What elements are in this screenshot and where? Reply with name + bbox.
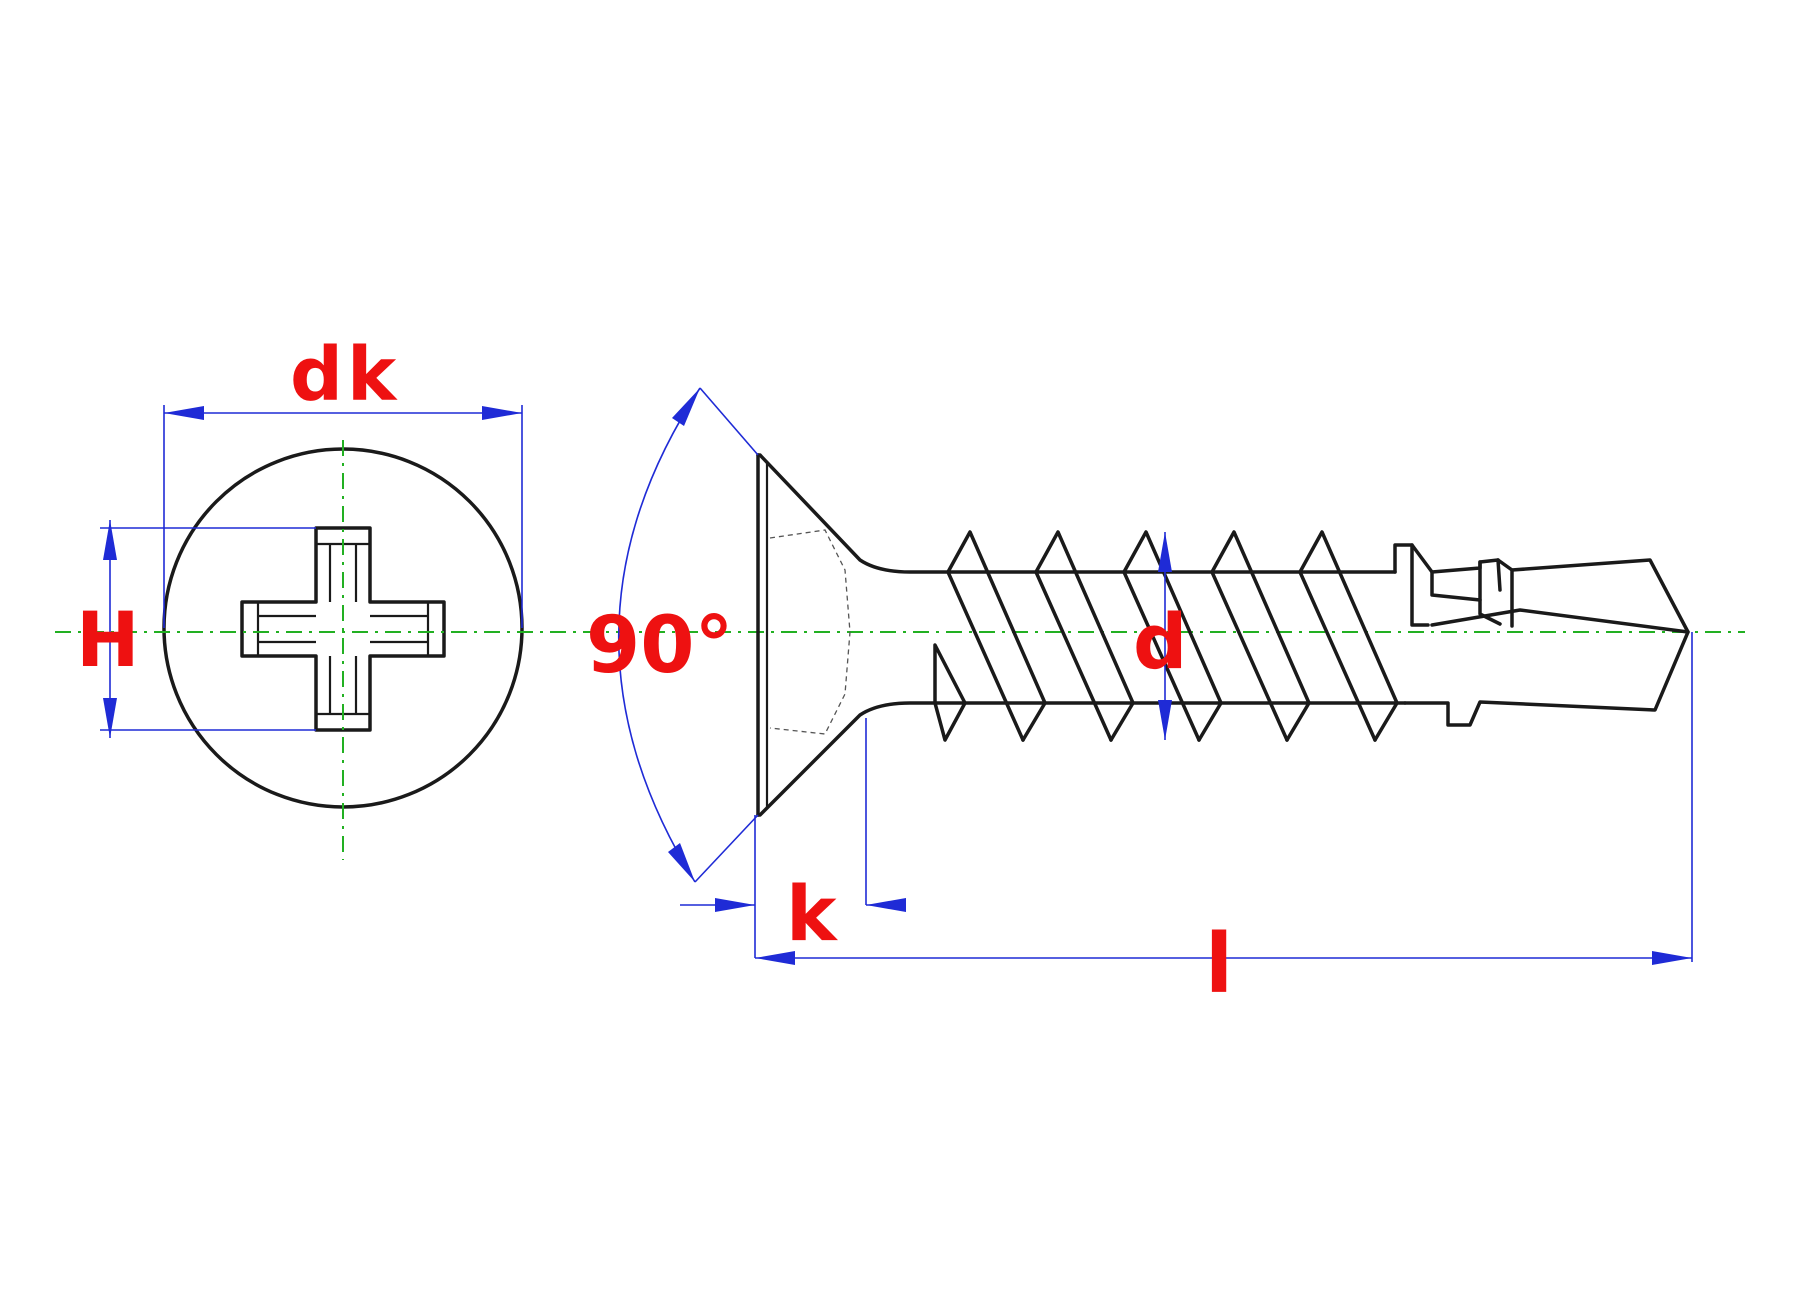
k-label: k	[786, 869, 838, 958]
d-label: d	[1133, 597, 1187, 686]
thread-flights	[933, 530, 1399, 742]
h-label: H	[76, 595, 140, 684]
screw-side-view	[756, 453, 1690, 817]
phillips-recess-icon	[240, 526, 446, 732]
d-dimension	[1158, 532, 1172, 740]
dk-label: dk	[290, 332, 400, 418]
head-top-view	[100, 405, 524, 860]
dk-dimension	[163, 405, 523, 628]
angle-dimension	[617, 387, 759, 883]
angle-label: 90°	[586, 601, 734, 691]
k-dimension	[680, 718, 906, 958]
drill-point	[1393, 543, 1690, 727]
h-dimension	[100, 520, 316, 738]
countersunk-head	[756, 453, 950, 817]
l-label: l	[1205, 917, 1233, 1012]
l-dimension	[755, 632, 1693, 965]
